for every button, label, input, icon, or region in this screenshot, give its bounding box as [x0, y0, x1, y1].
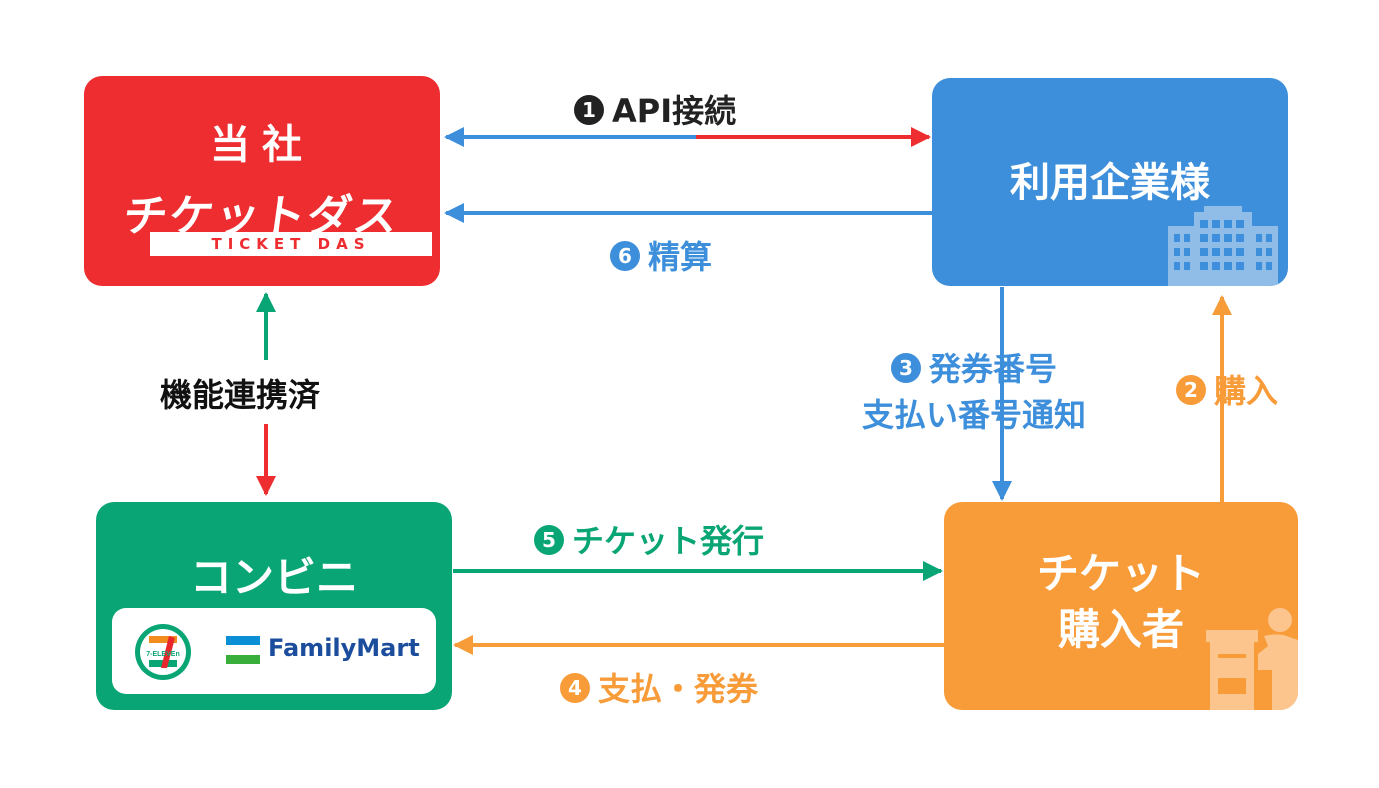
partner-title: 利用企業様 [1010, 160, 1210, 206]
settlement-text: 精算 [648, 238, 713, 276]
notify-line1: 3 発券番号 [862, 346, 1086, 392]
ticketdas-logo-sub: TICKET DAS [150, 232, 432, 256]
partner-node: 利用企業様 [932, 78, 1288, 286]
step-5-badge: 5 [534, 525, 564, 555]
payment-label: 4 支払・発券 [560, 664, 758, 710]
purchase-text: 購入 [1214, 372, 1279, 410]
notify-text-line2: 支払い番号通知 [862, 396, 1087, 434]
kiosk-person-icon [1206, 608, 1298, 710]
step-4-badge: 4 [560, 673, 590, 703]
store-title: コンビニ [189, 553, 358, 602]
ticket-issue-label: 5 チケット発行 [534, 516, 764, 562]
step-3-badge: 3 [891, 353, 921, 383]
notify-text-line1: 発券番号 [929, 350, 1058, 388]
buyer-title-line1: チケット [1036, 549, 1205, 598]
notify-label: 3 発券番号 支払い番号通知 [862, 346, 1086, 438]
company-node: 当社 チケットダス TICKET DAS [84, 76, 440, 286]
buyer-title: チケット 購入者 [944, 546, 1298, 658]
company-title: 当社 [210, 122, 314, 168]
familymart-flag-icon [226, 636, 260, 664]
store-logos-panel: 7-ELEVEn FamilyMart [112, 608, 436, 694]
seven-eleven-logo: 7-ELEVEn [135, 624, 191, 680]
buyer-title-line2: 購入者 [1057, 605, 1184, 654]
step-6-badge: 6 [610, 241, 640, 271]
store-node: コンビニ 7-ELEVEn FamilyMart [96, 502, 452, 710]
api-connection-label: 1 API接続 [574, 86, 736, 132]
familymart-logo-text: FamilyMart [268, 634, 420, 662]
svg-text:7-ELEVEn: 7-ELEVEn [146, 651, 179, 658]
step-2-badge: 2 [1176, 375, 1206, 405]
building-icon [1168, 206, 1278, 286]
step-1-badge: 1 [574, 95, 604, 125]
settlement-label: 6 精算 [610, 232, 712, 278]
buyer-node: チケット 購入者 [944, 502, 1298, 710]
ticket-issue-text: チケット発行 [572, 522, 765, 560]
api-connection-text: API接続 [612, 92, 737, 130]
payment-text: 支払・発券 [598, 670, 759, 708]
integration-label: 機能連携済 [160, 376, 321, 414]
purchase-label: 2 購入 [1176, 366, 1278, 412]
